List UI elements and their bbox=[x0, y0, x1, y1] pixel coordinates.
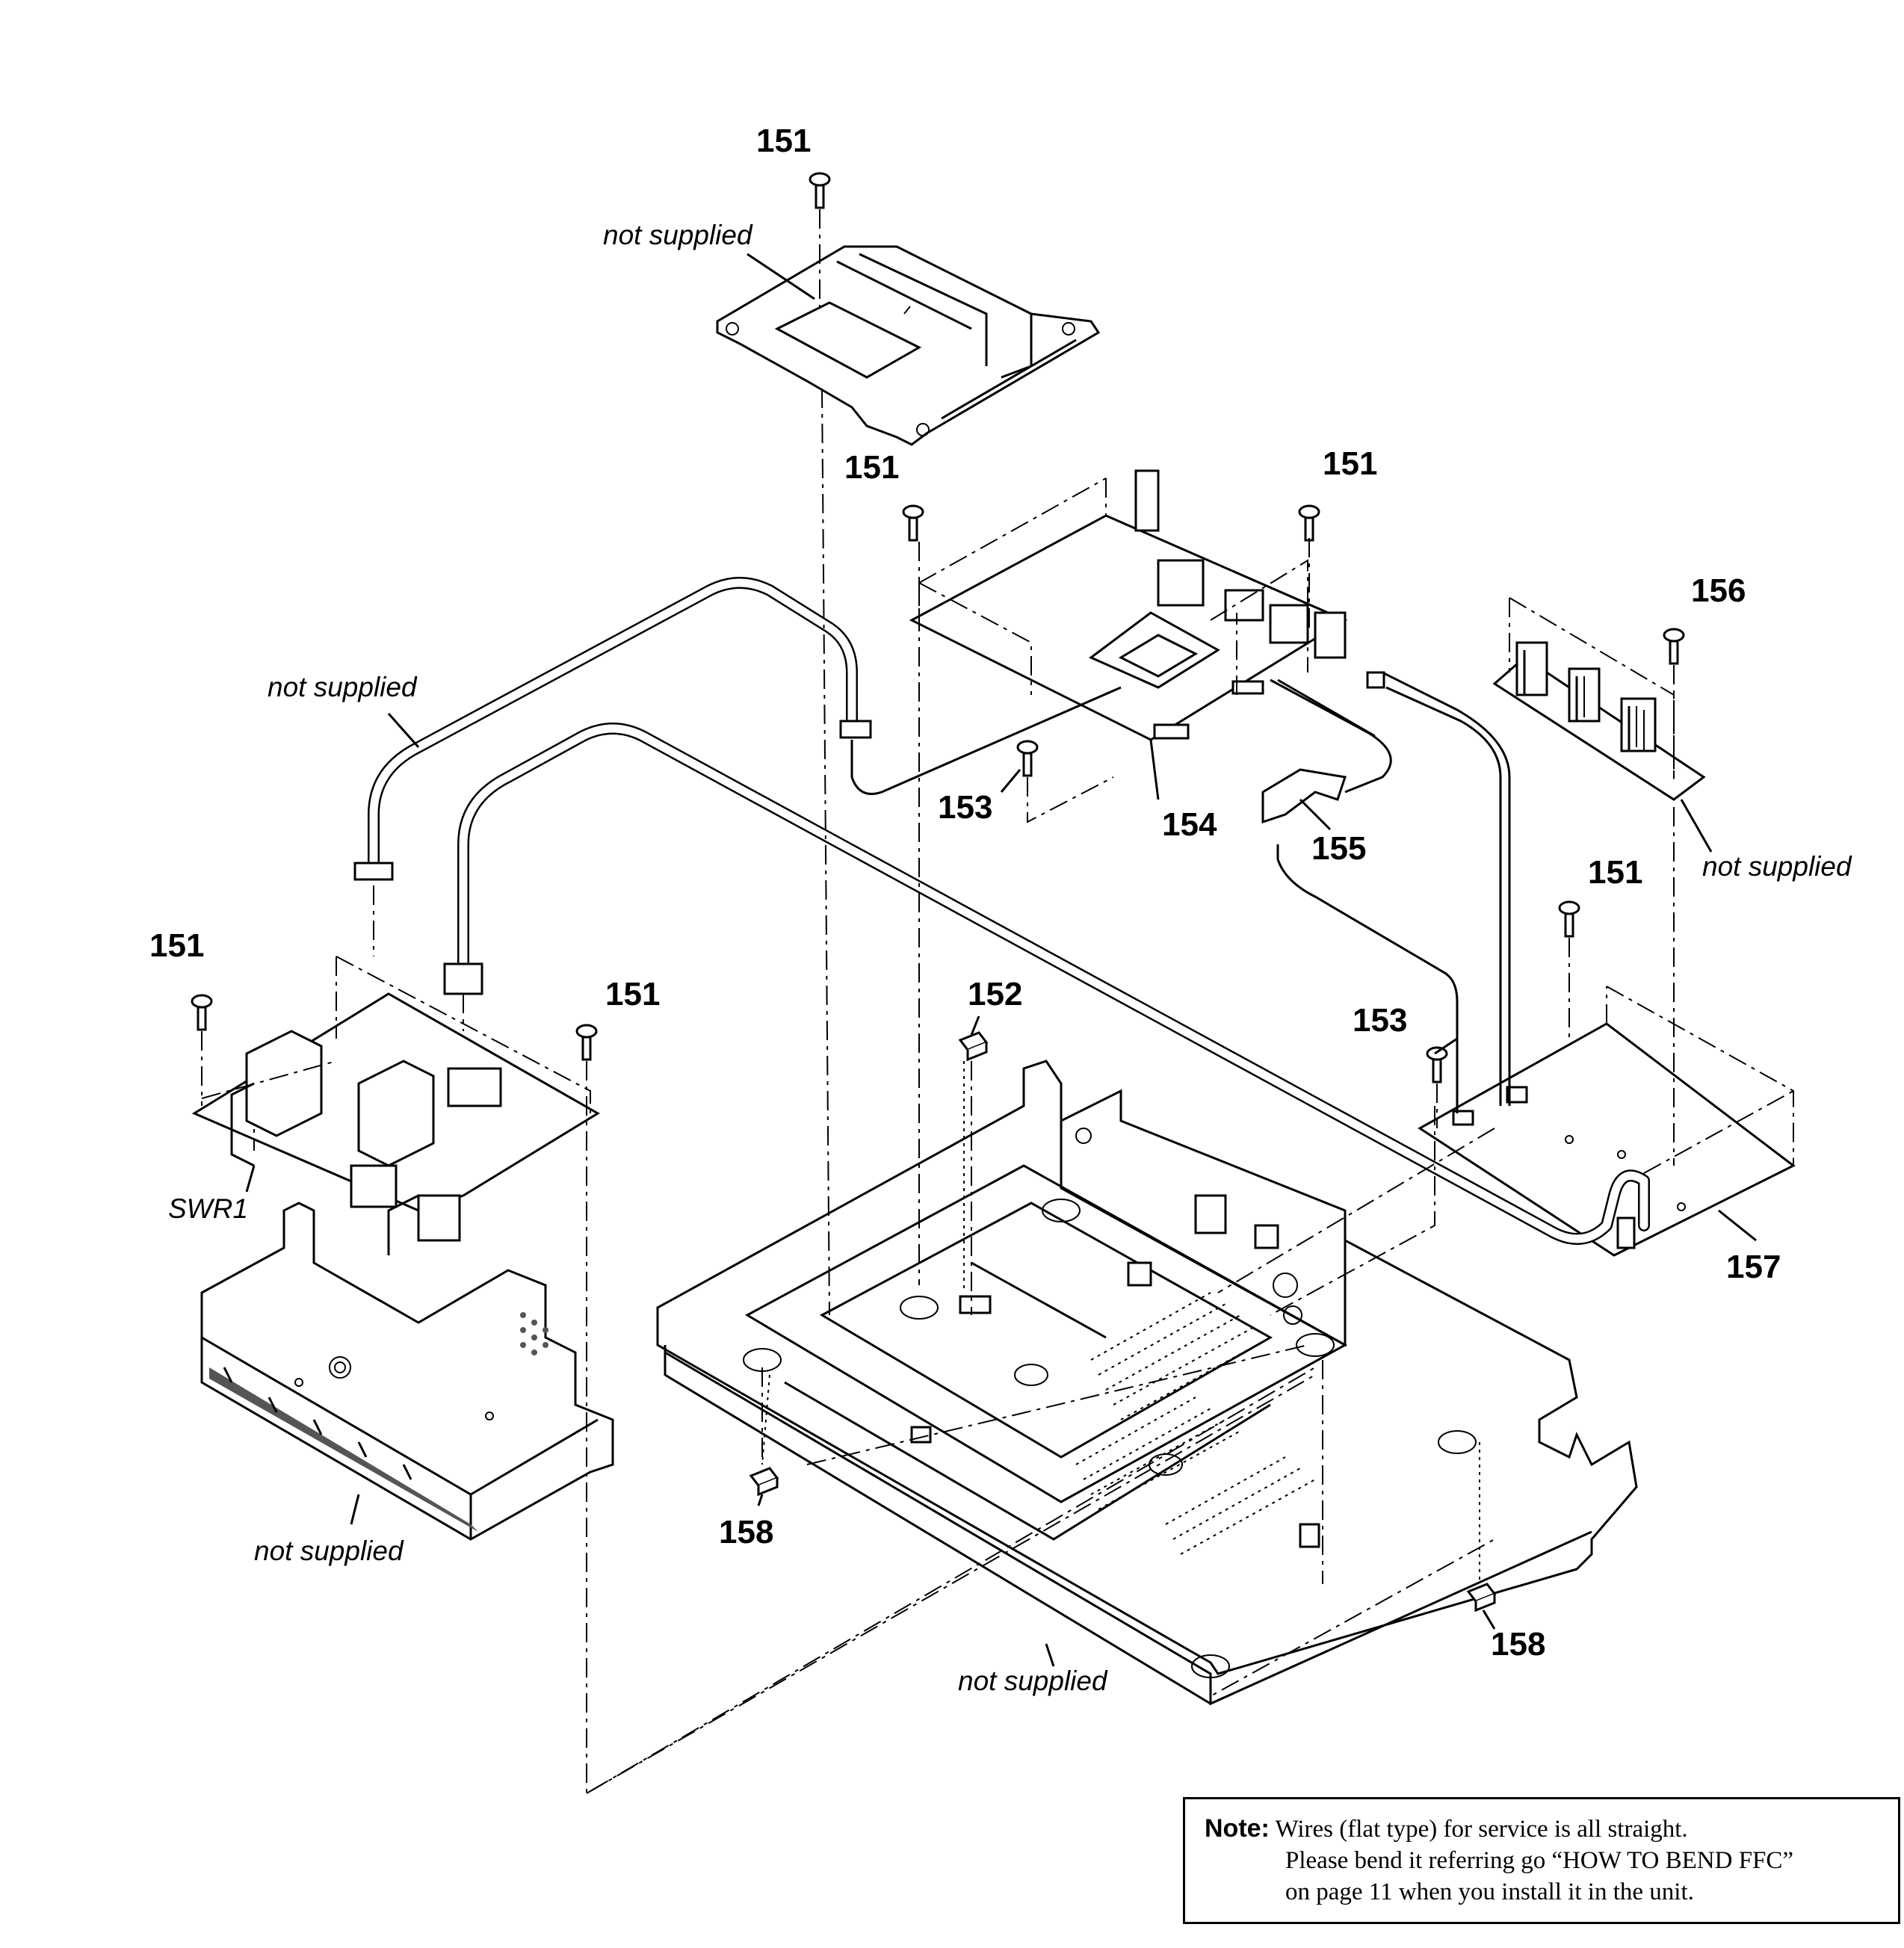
callout-153-left: 153 bbox=[938, 789, 992, 826]
board-swr1 bbox=[191, 956, 600, 1255]
main-chassis bbox=[656, 1060, 1638, 1706]
callout-151-top: 151 bbox=[756, 123, 811, 159]
note-line-1: Wires (flat type) for service is all str… bbox=[1275, 1816, 1688, 1843]
cushion-icon bbox=[958, 1031, 989, 1062]
shield-vents bbox=[520, 1312, 548, 1355]
callout-158-right: 158 bbox=[1491, 1626, 1545, 1663]
screws bbox=[191, 172, 1685, 1612]
cushion-icon bbox=[749, 1467, 779, 1497]
callout-155: 155 bbox=[1311, 830, 1366, 867]
callout-154: 154 bbox=[1162, 806, 1217, 843]
board-154 bbox=[909, 469, 1348, 741]
label-not-supplied-chassis: not supplied bbox=[958, 1666, 1108, 1696]
label-not-supplied-cable: not supplied bbox=[268, 672, 418, 702]
screw-icon bbox=[1558, 900, 1580, 938]
shield-case bbox=[200, 1202, 614, 1541]
label-not-supplied-shield: not supplied bbox=[254, 1536, 404, 1566]
callout-151-right: 151 bbox=[1588, 854, 1642, 891]
top-bracket bbox=[716, 245, 1101, 446]
screw-icon bbox=[191, 994, 213, 1031]
screw-icon bbox=[1016, 740, 1039, 777]
label-not-supplied-top: not supplied bbox=[603, 220, 753, 250]
note-label: Note: bbox=[1205, 1814, 1270, 1843]
label-swr1: SWR1 bbox=[168, 1193, 248, 1224]
cable-harness bbox=[353, 577, 1650, 1245]
callout-151-mid-right: 151 bbox=[1323, 445, 1377, 482]
label-not-supplied-right: not supplied bbox=[1702, 851, 1852, 882]
callout-151-left-b: 151 bbox=[605, 976, 660, 1012]
board-156 bbox=[1492, 597, 1706, 801]
callout-152: 152 bbox=[968, 976, 1022, 1012]
service-note: Note: Wires (flat type) for service is a… bbox=[1183, 1797, 1900, 1924]
callout-153-right: 153 bbox=[1353, 1002, 1407, 1039]
note-line-3: on page 11 when you install it in the un… bbox=[1285, 1879, 1694, 1905]
note-row-1: Note: Wires (flat type) for service is a… bbox=[1205, 1813, 1898, 1845]
callout-158-left: 158 bbox=[719, 1514, 773, 1550]
note-line-2: Please bend it referring go “HOW TO BEND… bbox=[1285, 1847, 1794, 1874]
callout-156: 156 bbox=[1691, 572, 1746, 609]
cushion-icon bbox=[1466, 1583, 1497, 1612]
screw-icon bbox=[575, 1024, 598, 1061]
chassis-vents bbox=[1075, 1292, 1316, 1555]
screw-icon bbox=[1663, 628, 1685, 665]
assembly-lines bbox=[201, 209, 1675, 1795]
leader-lines bbox=[245, 253, 1757, 1667]
screw-icon bbox=[809, 172, 831, 209]
callout-151-mid-left: 151 bbox=[844, 449, 899, 486]
screw-icon bbox=[902, 504, 924, 542]
callout-157: 157 bbox=[1726, 1249, 1781, 1285]
screw-icon bbox=[1298, 504, 1320, 542]
screw-icon bbox=[1426, 1046, 1448, 1083]
callout-151-left-a: 151 bbox=[149, 927, 204, 964]
